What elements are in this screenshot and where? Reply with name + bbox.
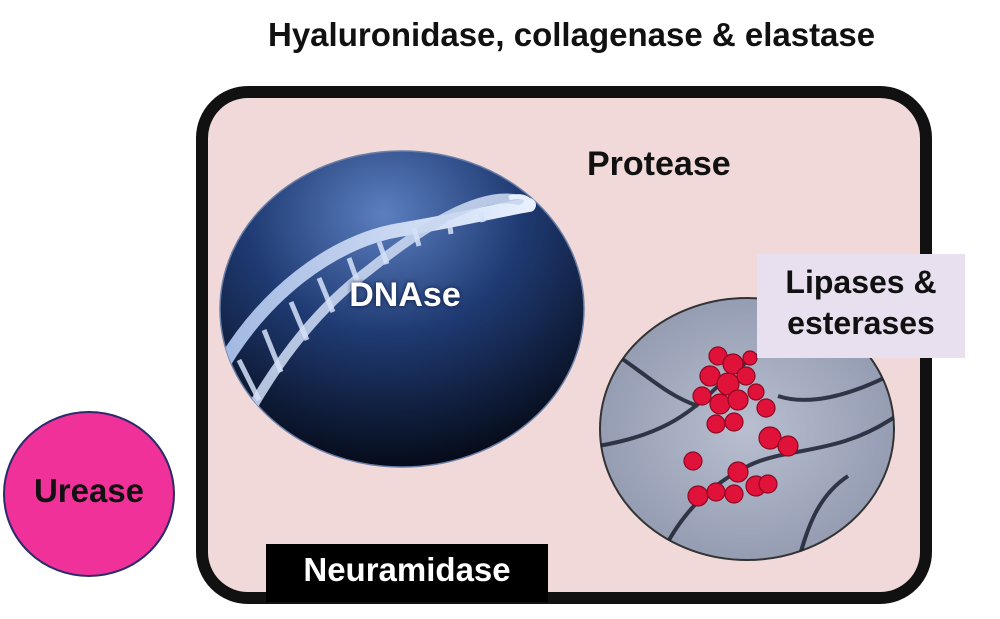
urease-label: Urease <box>33 472 145 509</box>
neuramidase-label: Neuramidase <box>303 551 511 588</box>
dna-helix-image <box>219 150 585 468</box>
dna-strands <box>220 193 536 455</box>
protease-label: Protease <box>587 145 731 183</box>
urease-circle <box>3 411 175 577</box>
neuramidase-label-box <box>266 544 548 602</box>
dnase-label: DNAse <box>349 276 461 314</box>
lipases-esterases-label: Lipases & esterases <box>785 264 937 341</box>
lipid-cells-micrograph <box>599 297 895 561</box>
diagram-title: Hyaluronidase, collagenase & elastase <box>268 16 876 53</box>
lipases-label-box <box>757 254 965 358</box>
lipid-droplets <box>683 346 799 507</box>
